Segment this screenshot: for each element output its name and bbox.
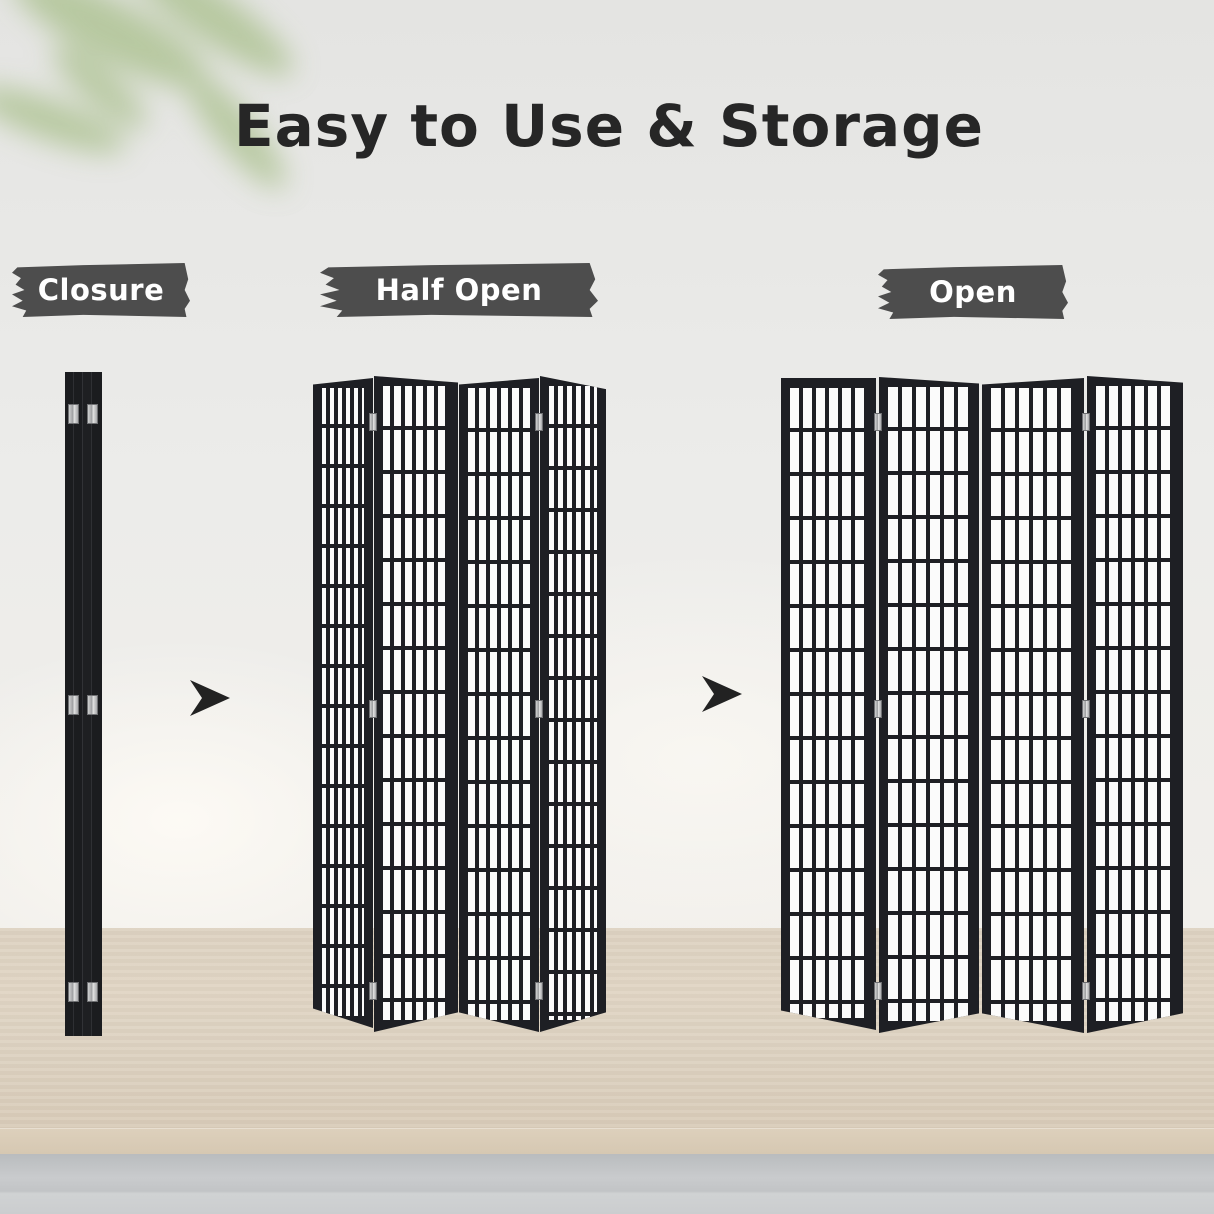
screen-panel [313, 378, 373, 1028]
stage-label-half-open: Half Open [320, 263, 598, 317]
hinge-icon [1082, 700, 1090, 718]
platform-edge [0, 1128, 1214, 1154]
screen-panel [1087, 376, 1183, 1033]
stage-label-text: Half Open [375, 273, 543, 307]
hinge-icon [535, 982, 543, 1000]
screen-panel [374, 376, 458, 1032]
hinge-icon [874, 700, 882, 718]
stage-label-open: Open [878, 265, 1068, 319]
hinge-icon [87, 404, 98, 424]
hinge-icon [535, 700, 543, 718]
stage-label-text: Closure [37, 273, 165, 307]
hinge-icon [369, 982, 377, 1000]
folded-screen-closed [65, 372, 102, 1036]
brush-stroke-background [12, 263, 190, 317]
hinge-icon [87, 695, 98, 715]
hinge-icon [369, 413, 377, 431]
screen-panel [879, 377, 979, 1033]
hinge-icon [535, 413, 543, 431]
brush-stroke-background [878, 265, 1068, 319]
screen-panel [982, 378, 1084, 1033]
hinge-icon [874, 413, 882, 431]
hinge-icon [68, 982, 79, 1002]
hinge-icon [1082, 982, 1090, 1000]
hinge-icon [87, 982, 98, 1002]
stage-label-closure: Closure [12, 263, 190, 317]
screen-panel [540, 376, 606, 1032]
hinge-icon [68, 695, 79, 715]
page-title: Easy to Use & Storage [234, 92, 984, 160]
brush-stroke-background [320, 263, 598, 317]
screen-panel [459, 378, 539, 1032]
concrete-base [0, 1154, 1214, 1214]
hinge-icon [1082, 413, 1090, 431]
wooden-floor [0, 928, 1214, 1128]
screen-panel [781, 378, 876, 1030]
hinge-icon [369, 700, 377, 718]
hinge-icon [874, 982, 882, 1000]
hinge-icon [68, 404, 79, 424]
stage-label-text: Open [929, 275, 1017, 309]
